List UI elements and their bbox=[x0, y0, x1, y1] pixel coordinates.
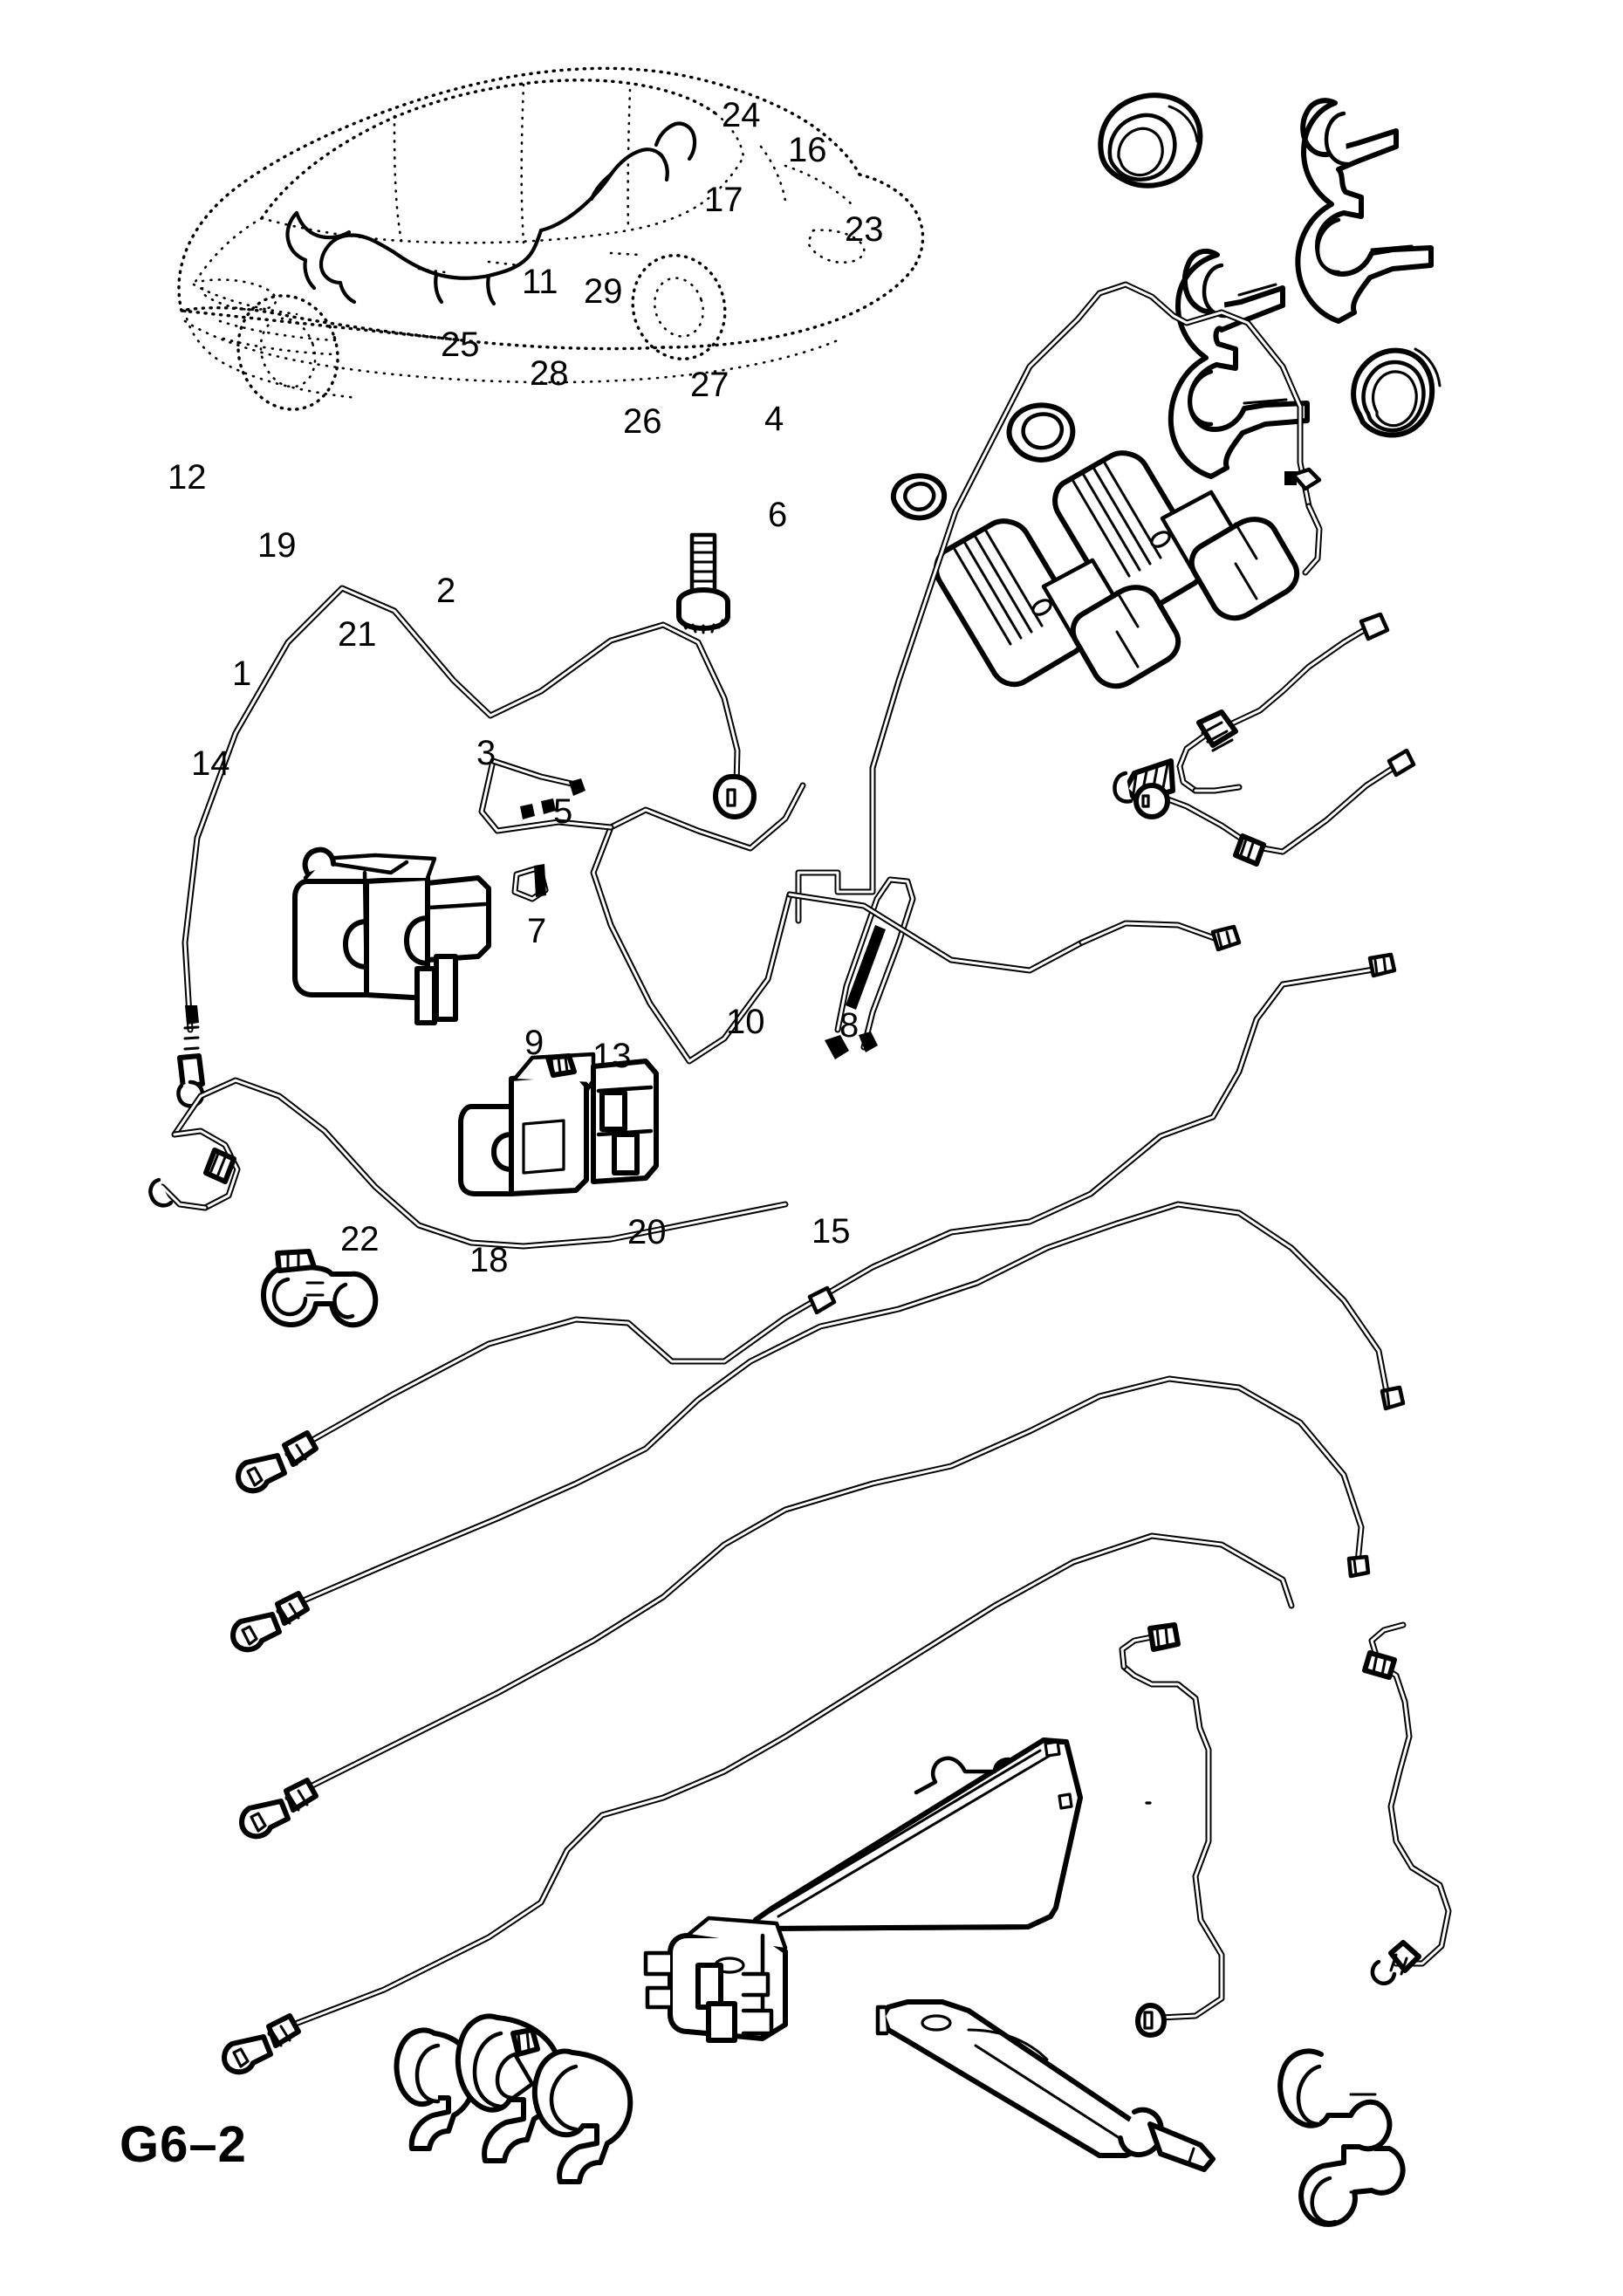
callout-28: 28 bbox=[530, 354, 569, 393]
callout-19: 19 bbox=[257, 526, 297, 565]
callout-17: 17 bbox=[704, 181, 743, 219]
part-3-brake-pipe bbox=[236, 952, 1397, 1494]
page-code: G6–2 bbox=[120, 2116, 247, 2173]
callout-8: 8 bbox=[839, 1006, 859, 1045]
part-6-brake-hose bbox=[1133, 748, 1416, 867]
callout-12: 12 bbox=[168, 458, 207, 497]
part-27-banjo-bolt bbox=[1052, 450, 1300, 621]
vehicle-ghost-outline bbox=[177, 66, 925, 411]
part-8-brake-pipe bbox=[1362, 1621, 1452, 1985]
callout-21: 21 bbox=[338, 615, 377, 654]
part-5-brake-pipe bbox=[230, 1201, 1406, 1653]
part-10-brake-pipe bbox=[1119, 1622, 1225, 2038]
part-18-pipe-clip-block bbox=[643, 1916, 788, 2043]
callout-16: 16 bbox=[788, 131, 827, 169]
part-26-banjo-bolt bbox=[934, 518, 1181, 689]
callout-11: 11 bbox=[522, 263, 558, 301]
callout-6: 6 bbox=[768, 496, 788, 534]
part-20-bracket bbox=[875, 1999, 1216, 2172]
callout-2: 2 bbox=[436, 572, 456, 610]
callout-22: 22 bbox=[340, 1220, 380, 1258]
part-16-pipe-clip-double bbox=[1295, 98, 1434, 324]
callout-29: 29 bbox=[584, 272, 623, 311]
callout-26: 26 bbox=[623, 402, 662, 441]
part-21-pipe-clip-block bbox=[458, 1052, 659, 1196]
part-23-grommet bbox=[1351, 347, 1442, 438]
callout-25: 25 bbox=[441, 326, 480, 364]
part-15-pipe-clip bbox=[1277, 2048, 1406, 2227]
part-17-pipe-clip-double bbox=[1168, 248, 1310, 479]
callout-9: 9 bbox=[524, 1024, 544, 1062]
callout-13: 13 bbox=[592, 1037, 632, 1075]
callout-1: 1 bbox=[232, 655, 252, 693]
part-2-brake-pipe bbox=[478, 757, 1242, 1065]
part-29-sealing-washer bbox=[1006, 402, 1076, 463]
part-14-pipe-clip bbox=[261, 1249, 379, 1328]
callout-20: 20 bbox=[627, 1213, 667, 1251]
part-28-sealing-washer bbox=[890, 473, 948, 521]
callout-27: 27 bbox=[690, 366, 729, 404]
callout-4: 4 bbox=[764, 400, 784, 438]
callout-23: 23 bbox=[845, 210, 884, 249]
callout-14: 14 bbox=[191, 744, 230, 783]
part-13-heat-shield bbox=[753, 1737, 1152, 1931]
callout-7: 7 bbox=[527, 912, 547, 950]
part-11-brake-pipe bbox=[795, 281, 1323, 1059]
part-9-brake-pipe bbox=[222, 1532, 1295, 2075]
part-7-brake-pipe bbox=[239, 1375, 1371, 1840]
callout-18: 18 bbox=[469, 1241, 509, 1279]
part-1-brake-pipe bbox=[148, 1077, 789, 1250]
callout-10: 10 bbox=[726, 1003, 765, 1041]
part-24-grommet bbox=[1098, 93, 1203, 188]
part-22-pipe-clamp-set bbox=[394, 2013, 633, 2184]
part-19-pipe-clip-block bbox=[292, 846, 491, 1025]
callout-24: 24 bbox=[722, 96, 761, 134]
callout-5: 5 bbox=[553, 792, 573, 831]
callout-15: 15 bbox=[812, 1212, 851, 1251]
part-25-bolt bbox=[676, 532, 730, 634]
callout-3: 3 bbox=[476, 734, 496, 772]
part-12-brake-pipe bbox=[176, 585, 757, 1108]
